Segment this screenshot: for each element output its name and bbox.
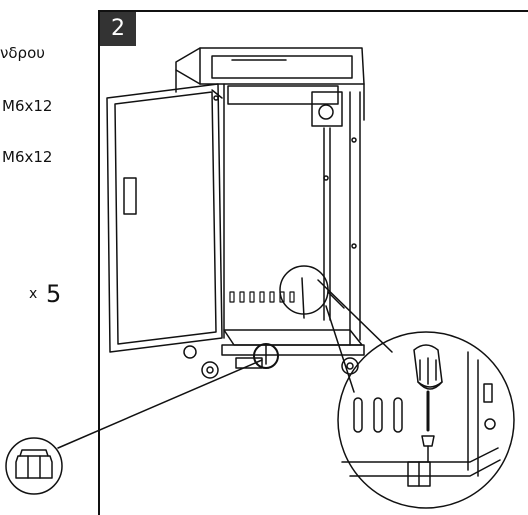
cabinet-body <box>221 83 365 356</box>
bolt-head-icon <box>5 437 63 495</box>
zoom-connector-top <box>317 279 393 353</box>
quantity-label: 5 <box>46 280 62 308</box>
multiplier-sign: x <box>29 286 38 302</box>
bolt-highlight-circle <box>253 343 279 369</box>
caster-wheels <box>183 345 359 379</box>
step-frame-top <box>98 10 528 12</box>
pointer-line-bolt <box>57 359 263 449</box>
bolt-size-label-1: M6x12 <box>2 97 53 115</box>
step-frame-left <box>98 10 100 515</box>
cabinet-top <box>175 47 365 121</box>
bolt-size-label-2: M6x12 <box>2 148 53 166</box>
cabinet-door <box>106 83 223 353</box>
step-number-badge: 2 <box>100 12 136 46</box>
cylinder-label: νδρου <box>0 44 45 62</box>
zoom-detail <box>337 331 515 509</box>
